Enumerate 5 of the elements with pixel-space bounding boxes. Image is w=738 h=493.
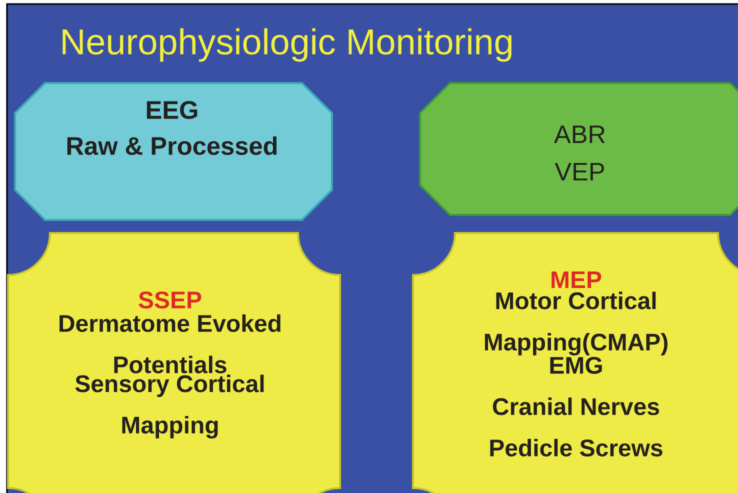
octagon-box: EEG Raw & Processed: [14, 82, 333, 221]
title: Neurophysiologic Monitoring: [62, 28, 512, 62]
notched-box: MEP Motor Cortical Mapping(CMAP) EMG Cranial Nerves Pedicle Screws: [412, 232, 738, 493]
octagon-box: ABR VEP: [419, 82, 738, 216]
notched-box: SSEP Dermatome Evoked Potentials Sensory Cortical Mapping: [7, 232, 341, 493]
